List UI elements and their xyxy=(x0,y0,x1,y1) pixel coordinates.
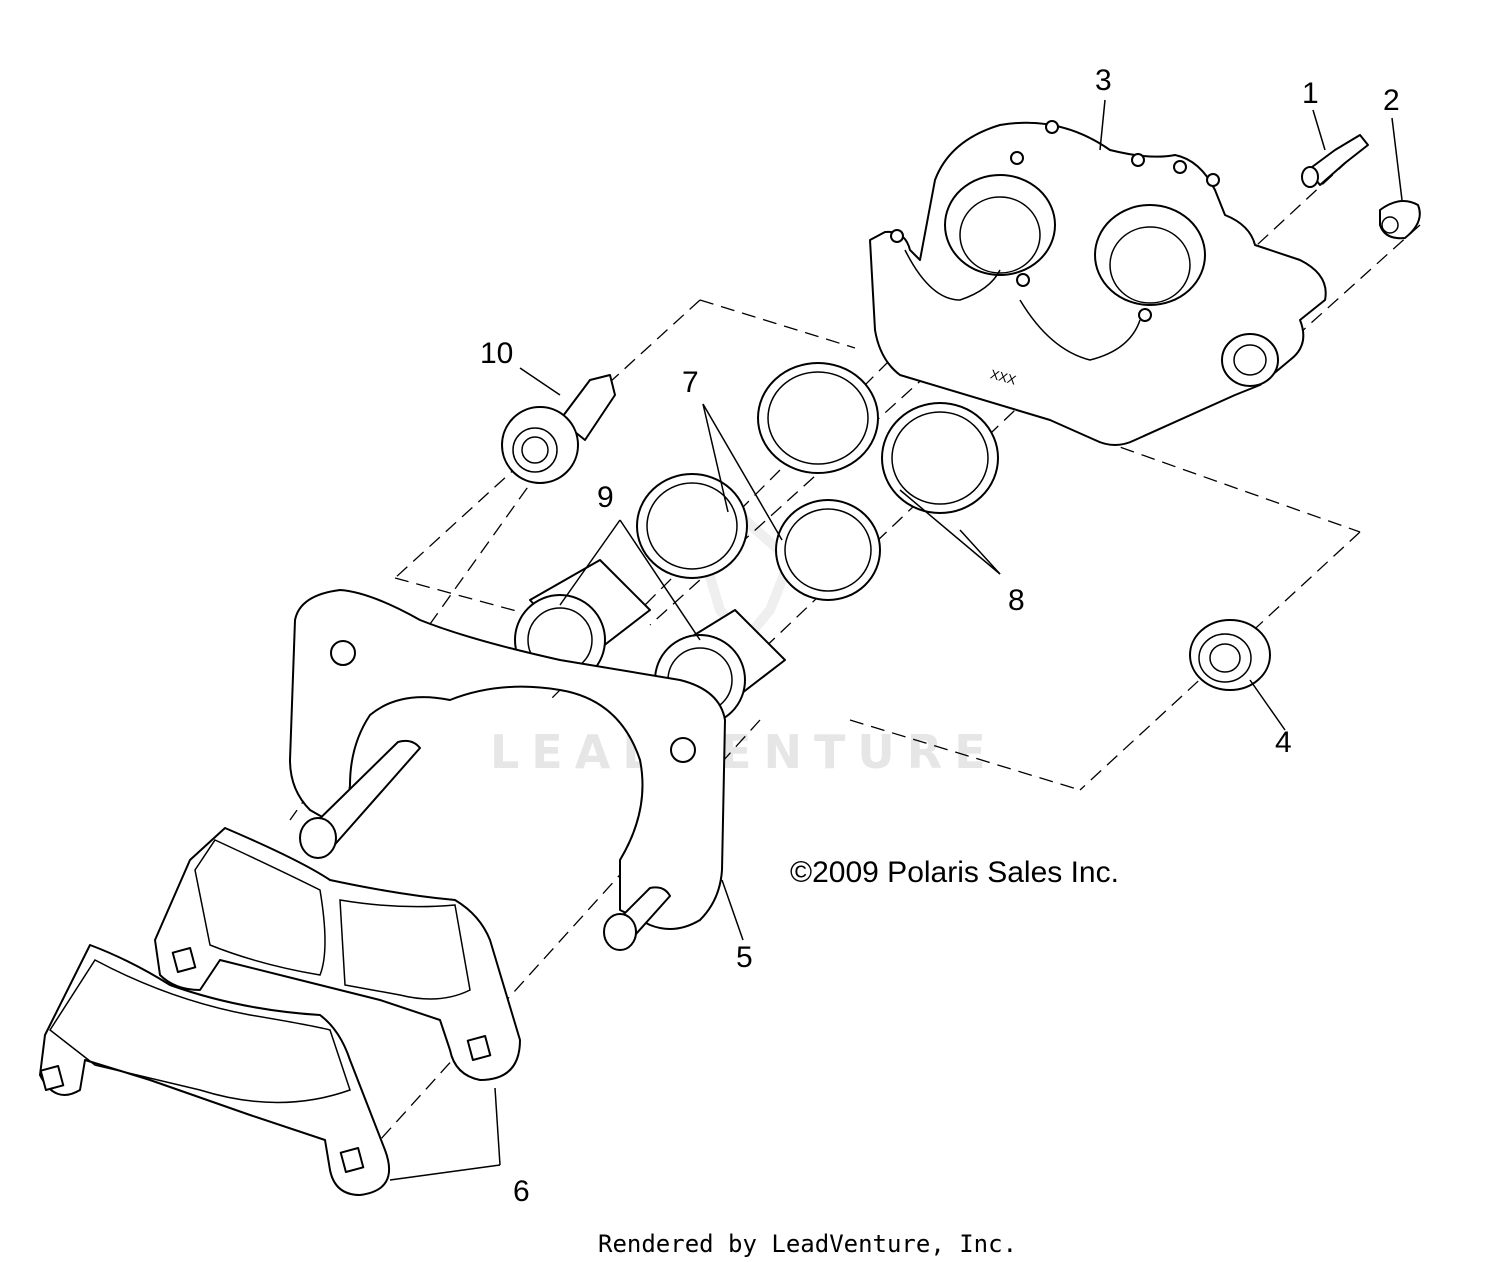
callout-4: 4 xyxy=(1275,726,1292,759)
brake-pad-pair-part xyxy=(39,827,521,1196)
caliper-body-part: XXX xyxy=(869,120,1327,446)
dust-seal-pair-part xyxy=(636,473,881,601)
slide-pin-bolt-part xyxy=(501,374,616,484)
piston-seal-pair-part xyxy=(757,362,999,514)
piston-pair-part xyxy=(514,559,786,726)
bleeder-screw-part xyxy=(1301,134,1369,188)
callout-6: 6 xyxy=(513,1175,530,1208)
bleeder-cap-part xyxy=(1379,200,1421,240)
callout-9: 9 xyxy=(597,481,614,514)
callout-10: 10 xyxy=(480,337,513,370)
callout-leader-lines xyxy=(389,99,1403,1181)
callout-3: 3 xyxy=(1095,64,1112,97)
callout-8: 8 xyxy=(1008,584,1025,617)
caliper-marking: XXX xyxy=(989,366,1018,387)
callout-5: 5 xyxy=(736,941,753,974)
render-credit-footer: Rendered by LeadVenture, Inc. xyxy=(598,1230,1017,1258)
slide-bushing-part xyxy=(1189,619,1271,691)
watermark-text: LEADVENTURE xyxy=(490,725,998,779)
callout-2: 2 xyxy=(1383,84,1400,117)
callout-7: 7 xyxy=(682,366,699,399)
copyright-notice: ©2009 Polaris Sales Inc. xyxy=(790,856,1119,889)
callout-1: 1 xyxy=(1302,77,1319,110)
caliper-bracket-part xyxy=(289,589,726,951)
